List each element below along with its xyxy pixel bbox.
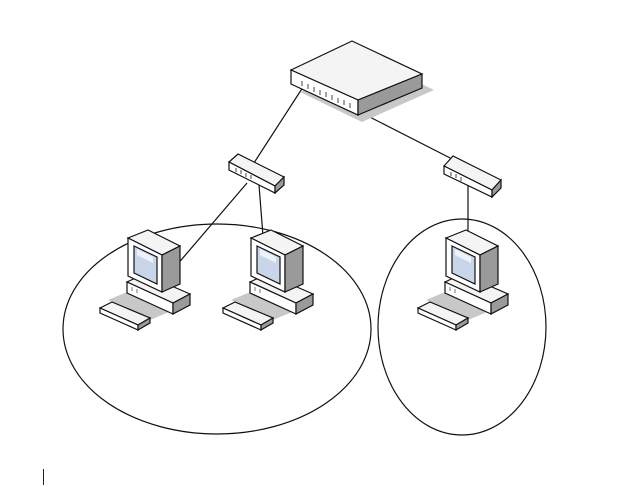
hub-icon bbox=[229, 154, 286, 193]
segment-left-group bbox=[63, 224, 371, 434]
desktop-computer-icon bbox=[418, 230, 508, 330]
hub-icon bbox=[444, 156, 502, 197]
link-core-switch-hub-right bbox=[358, 111, 458, 162]
desktop-computer-icon bbox=[100, 230, 190, 330]
link-core-switch-hub-left bbox=[252, 84, 305, 166]
network-links bbox=[176, 84, 468, 266]
desktop-computer-icon bbox=[223, 230, 313, 330]
network-switch-icon bbox=[291, 41, 434, 122]
page-margin-marker bbox=[43, 469, 44, 485]
